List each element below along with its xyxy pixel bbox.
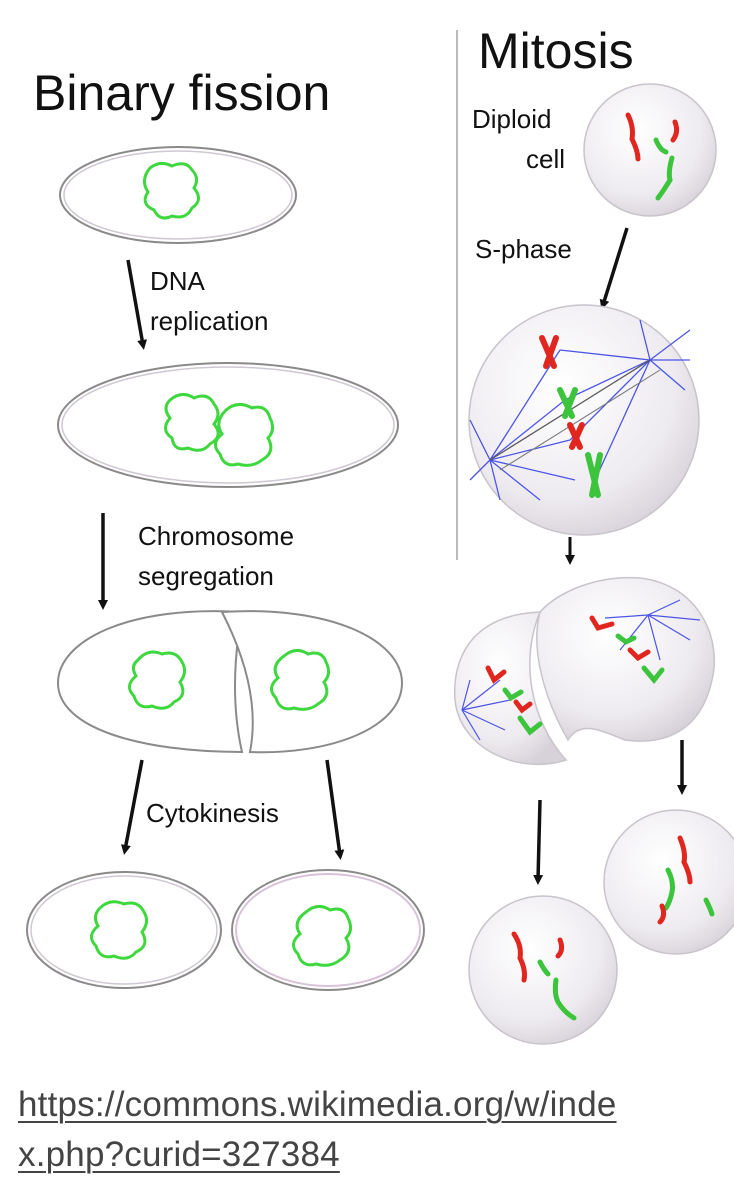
bacterium-daughter-right bbox=[231, 869, 425, 991]
arrow-cytokinesis-right bbox=[325, 759, 345, 860]
binary-fission-title: Binary fission bbox=[33, 65, 330, 121]
bacterium-daughter-left bbox=[26, 871, 222, 989]
source-url-line-2[interactable]: x.php?curid=327384 bbox=[18, 1135, 340, 1174]
bacterium-cell-1 bbox=[59, 146, 297, 244]
dna-loop bbox=[292, 905, 353, 967]
dna-loop bbox=[143, 161, 200, 220]
arrow-s-phase bbox=[599, 227, 629, 310]
label-s-phase: S-phase bbox=[475, 234, 572, 264]
arrow-to-daughter-left bbox=[533, 799, 544, 885]
label-replication: replication bbox=[150, 306, 269, 336]
mitosis-daughter-left bbox=[468, 895, 618, 1045]
label-segregation: segregation bbox=[138, 561, 274, 591]
mitosis-title: Mitosis bbox=[478, 23, 634, 79]
mitosis-daughter-right bbox=[603, 809, 734, 955]
arrow-dna-replication bbox=[126, 259, 148, 350]
dna-loop bbox=[90, 900, 149, 960]
label-cell: cell bbox=[526, 144, 565, 174]
label-diploid: Diploid bbox=[472, 104, 552, 134]
dna-loop bbox=[270, 649, 331, 711]
label-cytokinesis: Cytokinesis bbox=[146, 798, 279, 828]
dna-loop bbox=[128, 650, 187, 710]
dna-loop bbox=[214, 403, 275, 467]
metaphase-cell bbox=[468, 304, 700, 536]
label-dna: DNA bbox=[150, 266, 206, 296]
bacterium-cell-2 bbox=[57, 362, 399, 488]
diploid-cell bbox=[583, 83, 717, 217]
dna-loop bbox=[164, 393, 220, 452]
spindle-fibers bbox=[469, 319, 691, 501]
label-chromosome: Chromosome bbox=[138, 521, 294, 551]
arrow-cytokinesis-left bbox=[121, 759, 144, 855]
anaphase-cell bbox=[453, 576, 716, 765]
source-url-line-1[interactable]: https://commons.wikimedia.org/w/inde bbox=[18, 1085, 617, 1124]
bacterium-cell-3-dividing bbox=[56, 610, 404, 754]
